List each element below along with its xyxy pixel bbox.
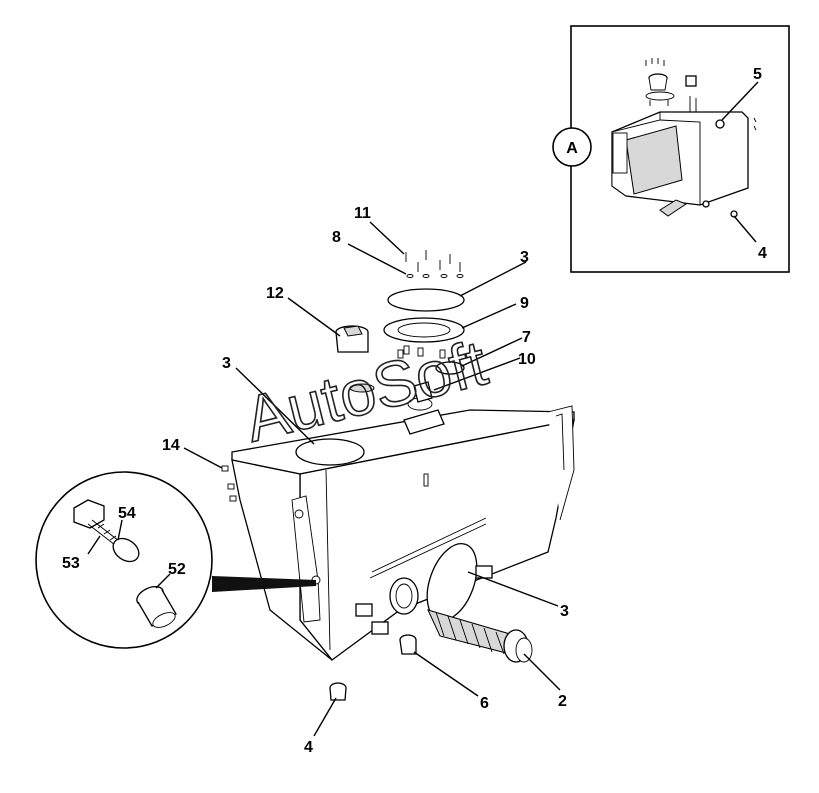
callout-3-side: 3 <box>560 603 569 620</box>
callout-5-inset: 5 <box>753 66 762 83</box>
suction-strainer <box>427 609 533 663</box>
callout-4-inset: 4 <box>758 245 767 262</box>
callout-11: 11 <box>354 205 371 222</box>
bolts-11 <box>405 250 461 272</box>
callout-7: 7 <box>522 329 531 346</box>
filler-parts-10 <box>349 381 433 403</box>
callout-14: 14 <box>162 437 180 454</box>
callout-8: 8 <box>332 229 341 246</box>
callout-3-left: 3 <box>222 355 231 372</box>
callout-12: 12 <box>266 285 284 302</box>
gasket-9 <box>383 317 465 343</box>
hydraulic-tank-body <box>231 397 575 661</box>
drain-plug-4 <box>329 682 347 701</box>
callout-53: 53 <box>62 555 80 572</box>
callout-52: 52 <box>168 561 186 578</box>
detail-circle-bolt <box>35 471 316 649</box>
callout-4: 4 <box>304 739 313 756</box>
view-a-label: A <box>566 140 578 157</box>
callout-3-cover: 3 <box>520 249 529 266</box>
screws-below-gasket <box>397 345 446 359</box>
callout-6: 6 <box>480 695 489 712</box>
inset-view-a: A 5 4 <box>552 25 790 273</box>
callout-54: 54 <box>118 505 136 522</box>
callout-9: 9 <box>520 295 529 312</box>
washers-8 <box>406 274 464 278</box>
callout-labels: 11 8 3 12 9 7 10 3 14 54 53 52 3 2 6 4 <box>62 205 569 756</box>
ring-7 <box>435 361 465 375</box>
bolts-14 <box>221 465 237 502</box>
leader-lines <box>183 221 561 737</box>
view-a-marker <box>552 127 592 167</box>
cover-plate-3-top <box>387 288 465 312</box>
top-cover-plate-left <box>295 438 365 466</box>
callout-2: 2 <box>558 693 567 710</box>
breather-12 <box>335 325 369 353</box>
plug-6 <box>399 634 417 655</box>
inset-tank-drawing <box>611 58 757 218</box>
callout-10: 10 <box>518 351 536 368</box>
